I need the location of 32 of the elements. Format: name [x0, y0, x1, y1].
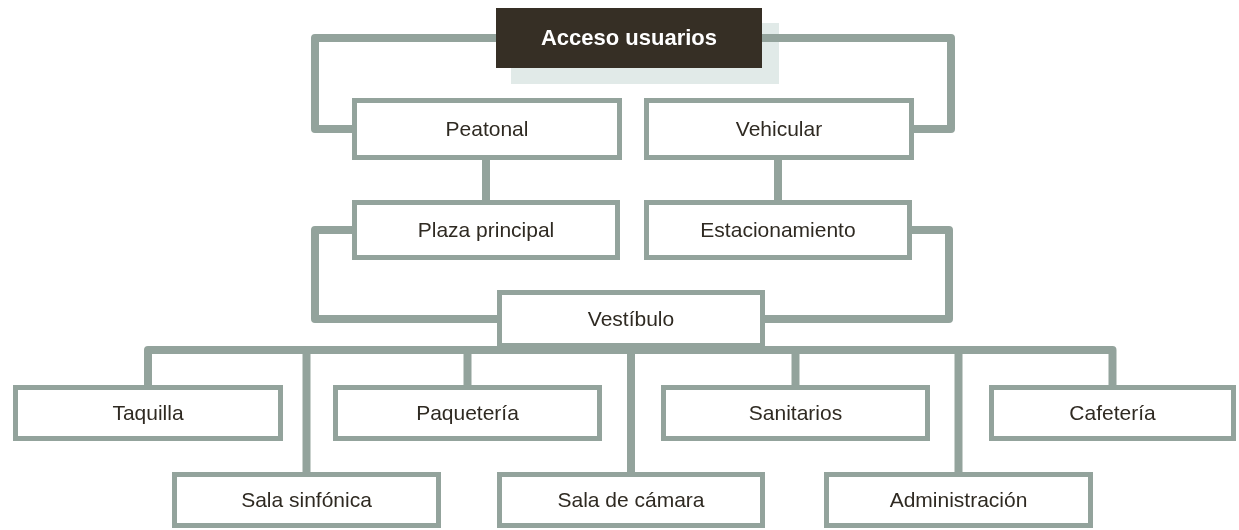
heading-box	[496, 8, 762, 68]
connector-line	[311, 34, 496, 133]
connector-line	[762, 34, 955, 133]
box-label: Vestíbulo	[587, 307, 675, 331]
process-box	[352, 200, 620, 260]
box-label: Sala sinfónica	[241, 488, 372, 512]
process-box	[333, 385, 602, 441]
connector-line	[774, 160, 782, 200]
connector-line	[765, 226, 953, 323]
box-label: Administración	[889, 488, 1028, 512]
box-label: Vehicular	[735, 117, 823, 141]
process-box	[497, 472, 765, 528]
box-label: Plaza principal	[417, 218, 555, 242]
connector-line	[311, 226, 497, 323]
box-label: Peatonal	[445, 117, 529, 141]
process-box	[989, 385, 1236, 441]
process-box	[644, 200, 912, 260]
process-box	[644, 98, 914, 160]
box-label: Sala de cámara	[557, 488, 705, 512]
box-label: Cafetería	[1069, 401, 1156, 425]
process-box	[824, 472, 1093, 528]
process-box	[13, 385, 283, 441]
process-box	[352, 98, 622, 160]
process-box	[661, 385, 930, 441]
heading-text: Acceso usuarios	[540, 25, 718, 51]
connector-line	[482, 160, 490, 200]
box-label: Taquilla	[112, 401, 184, 425]
box-label: Paquetería	[416, 401, 519, 425]
box-label: Sanitarios	[748, 401, 843, 425]
box-label: Estacionamiento	[700, 218, 856, 242]
process-box	[497, 290, 765, 348]
process-box	[172, 472, 441, 528]
